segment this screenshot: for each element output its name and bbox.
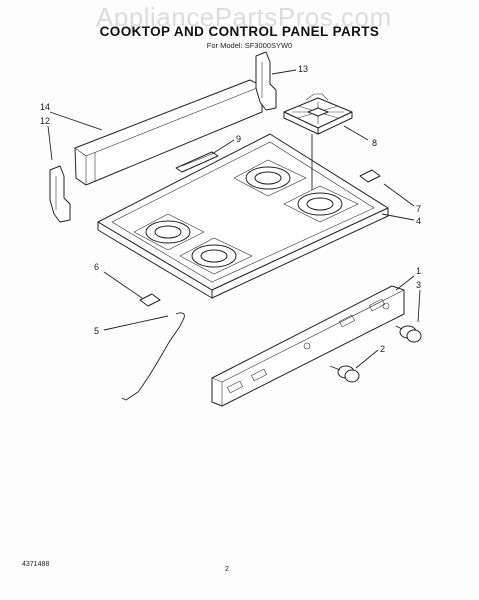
control-panel-part[interactable] — [211, 285, 405, 407]
model-subtitle: For Model: SF3000SYW0 — [206, 41, 293, 50]
callout-5: 5 — [94, 326, 99, 336]
callout-3: 3 — [416, 280, 421, 290]
callout-14: 14 — [40, 102, 50, 112]
callout-6: 6 — [94, 262, 99, 272]
knob-part-3[interactable] — [395, 325, 422, 343]
callout-1: 1 — [416, 266, 421, 276]
callout-8: 8 — [372, 138, 377, 148]
clip-part-7[interactable] — [359, 169, 381, 183]
callout-13: 13 — [298, 64, 308, 74]
callout-9: 9 — [236, 134, 241, 144]
left-end-cap-part[interactable] — [49, 165, 71, 223]
page-number: 2 — [225, 566, 229, 573]
callout-2: 2 — [380, 344, 385, 354]
wire-rod-part[interactable] — [121, 312, 185, 401]
document-number: 4371488 — [22, 561, 50, 568]
watermark-text: AppliancePartsPros.com — [96, 2, 392, 32]
cooktop-part[interactable] — [97, 133, 389, 299]
callout-4: 4 — [416, 216, 421, 226]
burner-right-front — [283, 185, 359, 223]
diagram-title: COOKTOP AND CONTROL PANEL PARTS — [99, 24, 380, 39]
backguard-part[interactable] — [74, 79, 263, 186]
callout-12: 12 — [40, 116, 50, 126]
callout-7: 7 — [416, 204, 421, 214]
burner-right-rear — [233, 159, 307, 197]
burner-left-rear — [133, 213, 205, 251]
clip-part-6[interactable] — [139, 293, 161, 307]
burner-left-front — [179, 237, 253, 275]
knob-part-2[interactable] — [329, 365, 360, 383]
right-end-cap-part[interactable] — [255, 51, 277, 111]
leader-lines — [47, 69, 421, 369]
burner-grate-part[interactable] — [283, 93, 353, 135]
vent-badge-part[interactable] — [175, 151, 219, 173]
